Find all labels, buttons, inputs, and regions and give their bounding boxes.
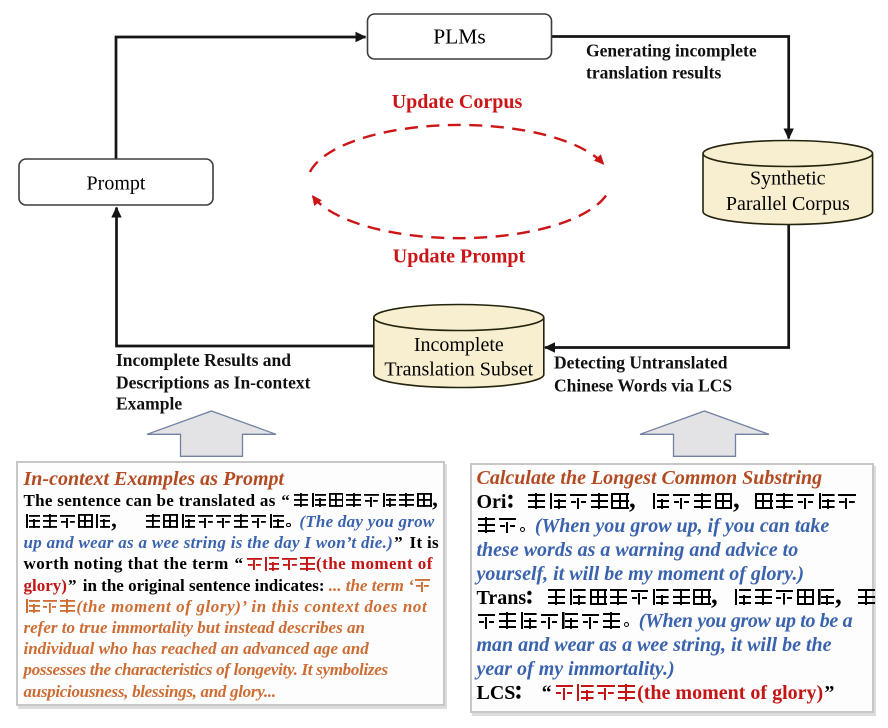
svg-text:Synthetic: Synthetic — [750, 168, 826, 190]
svg-text:Chinese Words via LCS: Chinese Words via LCS — [554, 376, 732, 396]
svg-text:Example: Example — [116, 394, 182, 414]
svg-text:Generating incomplete: Generating incomplete — [586, 41, 757, 61]
svg-text:Incomplete Results and: Incomplete Results and — [116, 350, 291, 370]
svg-text:Prompt: Prompt — [87, 173, 146, 195]
svg-text:Descriptions as In-context: Descriptions as In-context — [116, 373, 311, 393]
svg-text:PLMs: PLMs — [433, 25, 486, 49]
svg-text:Parallel Corpus: Parallel Corpus — [726, 193, 850, 215]
svg-text:Detecting Untranslated: Detecting Untranslated — [554, 353, 728, 373]
svg-text:Incomplete: Incomplete — [414, 334, 504, 356]
svg-text:Update Corpus: Update Corpus — [392, 91, 523, 113]
svg-text:Update Prompt: Update Prompt — [393, 246, 526, 268]
svg-text:translation results: translation results — [586, 63, 721, 83]
svg-text:Translation Subset: Translation Subset — [384, 359, 533, 381]
